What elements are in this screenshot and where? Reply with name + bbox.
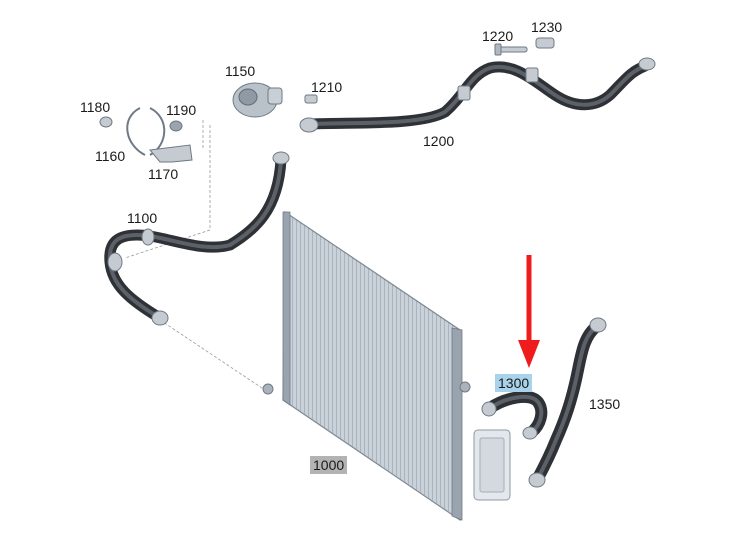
hose-1100[interactable] [104,151,290,326]
bolt-1190[interactable] [169,120,183,132]
part-label-1150[interactable]: 1150 [225,63,256,79]
leader-lines [124,120,266,391]
part-label-1350[interactable]: 1350 [589,396,621,412]
part-label-1220[interactable]: 1220 [482,28,514,44]
coolant-reservoir[interactable] [473,429,511,501]
part-label-1200[interactable]: 1200 [423,133,455,149]
hose-1200[interactable] [299,57,656,133]
sleeve-1230[interactable] [535,37,555,49]
bolt-1220[interactable] [494,43,528,56]
part-label-1000[interactable]: 1000 [310,456,348,474]
bracket-1170[interactable] [149,144,193,163]
part-label-1210[interactable]: 1210 [311,79,343,95]
pump-1150[interactable] [232,82,283,118]
part-label-1180[interactable]: 1180 [80,99,111,115]
radiator-1000[interactable] [262,210,471,522]
red-arrow-indicator [518,255,540,368]
bracket-1160[interactable] [126,107,166,156]
part-label-1190[interactable]: 1190 [166,102,197,118]
hose-1300[interactable] [481,390,548,440]
hose-1350[interactable] [528,317,607,488]
part-label-1160[interactable]: 1160 [95,148,126,164]
part-label-1100[interactable]: 1100 [127,210,158,226]
part-label-1300[interactable]: 1300 [495,374,533,392]
clip-1210[interactable] [304,94,318,104]
part-label-1230[interactable]: 1230 [531,19,563,35]
nut-1180[interactable] [99,116,113,128]
part-label-1170[interactable]: 1170 [148,166,179,182]
